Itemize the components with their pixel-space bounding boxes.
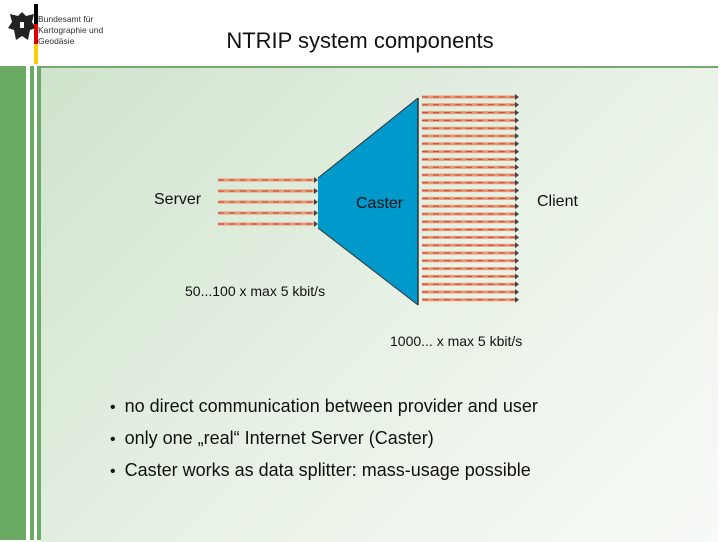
- server-streams: [218, 177, 318, 227]
- stream-arrow: [422, 257, 519, 264]
- page-title: NTRIP system components: [226, 28, 494, 53]
- stream-arrow: [422, 125, 519, 132]
- stream-arrow: [422, 140, 519, 147]
- bullet-item: Caster works as data splitter: mass-usag…: [110, 460, 538, 481]
- caster-edge: [317, 97, 419, 179]
- stream-arrow: [218, 210, 318, 216]
- stream-arrow: [422, 234, 519, 241]
- caster-edge: [317, 227, 419, 306]
- stream-arrow: [422, 148, 519, 155]
- stream-arrow: [422, 211, 519, 217]
- stream-arrow: [218, 188, 318, 194]
- logo-text: Bundesamt für Kartographie und Geodäsie: [38, 14, 140, 47]
- stream-arrow: [422, 289, 519, 295]
- stream-arrow: [422, 117, 519, 124]
- stream-arrow: [422, 250, 519, 256]
- client-label: Client: [537, 193, 578, 210]
- stream-arrow: [422, 172, 519, 178]
- stream-arrow: [422, 164, 519, 171]
- client-streams: [422, 94, 519, 303]
- bullet-list: no direct communication between provider…: [110, 396, 538, 492]
- stream-arrow: [422, 195, 519, 202]
- stream-arrow: [422, 179, 519, 186]
- side-stripe: [0, 66, 26, 540]
- bullet-item: no direct communication between provider…: [110, 396, 538, 417]
- bullet-item: only one „real“ Internet Server (Caster): [110, 428, 538, 449]
- side-stripe: [37, 66, 41, 540]
- stream-arrow: [422, 101, 519, 108]
- stream-arrow: [422, 242, 519, 249]
- bkg-logo: Bundesamt für Kartographie und Geodäsie: [0, 0, 140, 66]
- stream-arrow: [422, 281, 519, 288]
- stream-arrow: [422, 94, 519, 100]
- server-rate-label: 50...100 x max 5 kbit/s: [185, 283, 326, 299]
- side-stripe: [30, 66, 34, 540]
- server-label: Server: [154, 191, 202, 208]
- stream-arrow: [422, 226, 519, 233]
- client-rate-label: 1000... x max 5 kbit/s: [390, 333, 523, 349]
- stream-arrow: [422, 156, 519, 163]
- stream-arrow: [218, 199, 318, 205]
- logo-line-1: Bundesamt für: [38, 14, 94, 24]
- stream-arrow: [422, 109, 519, 116]
- eagle-icon: [8, 12, 36, 40]
- stream-arrow: [422, 265, 519, 272]
- stream-arrow: [422, 273, 519, 280]
- stream-arrow: [218, 221, 318, 227]
- stream-arrow: [422, 218, 519, 225]
- stream-arrow: [218, 177, 318, 183]
- flag-stripe-icon: [34, 4, 38, 64]
- logo-line-2: Kartographie und Geodäsie: [38, 25, 104, 46]
- stream-arrow: [422, 187, 519, 194]
- caster-label: Caster: [356, 195, 404, 212]
- stream-arrow: [422, 296, 519, 303]
- stream-arrow: [422, 133, 519, 139]
- stream-arrow: [422, 203, 519, 210]
- caster-shape: [318, 98, 418, 305]
